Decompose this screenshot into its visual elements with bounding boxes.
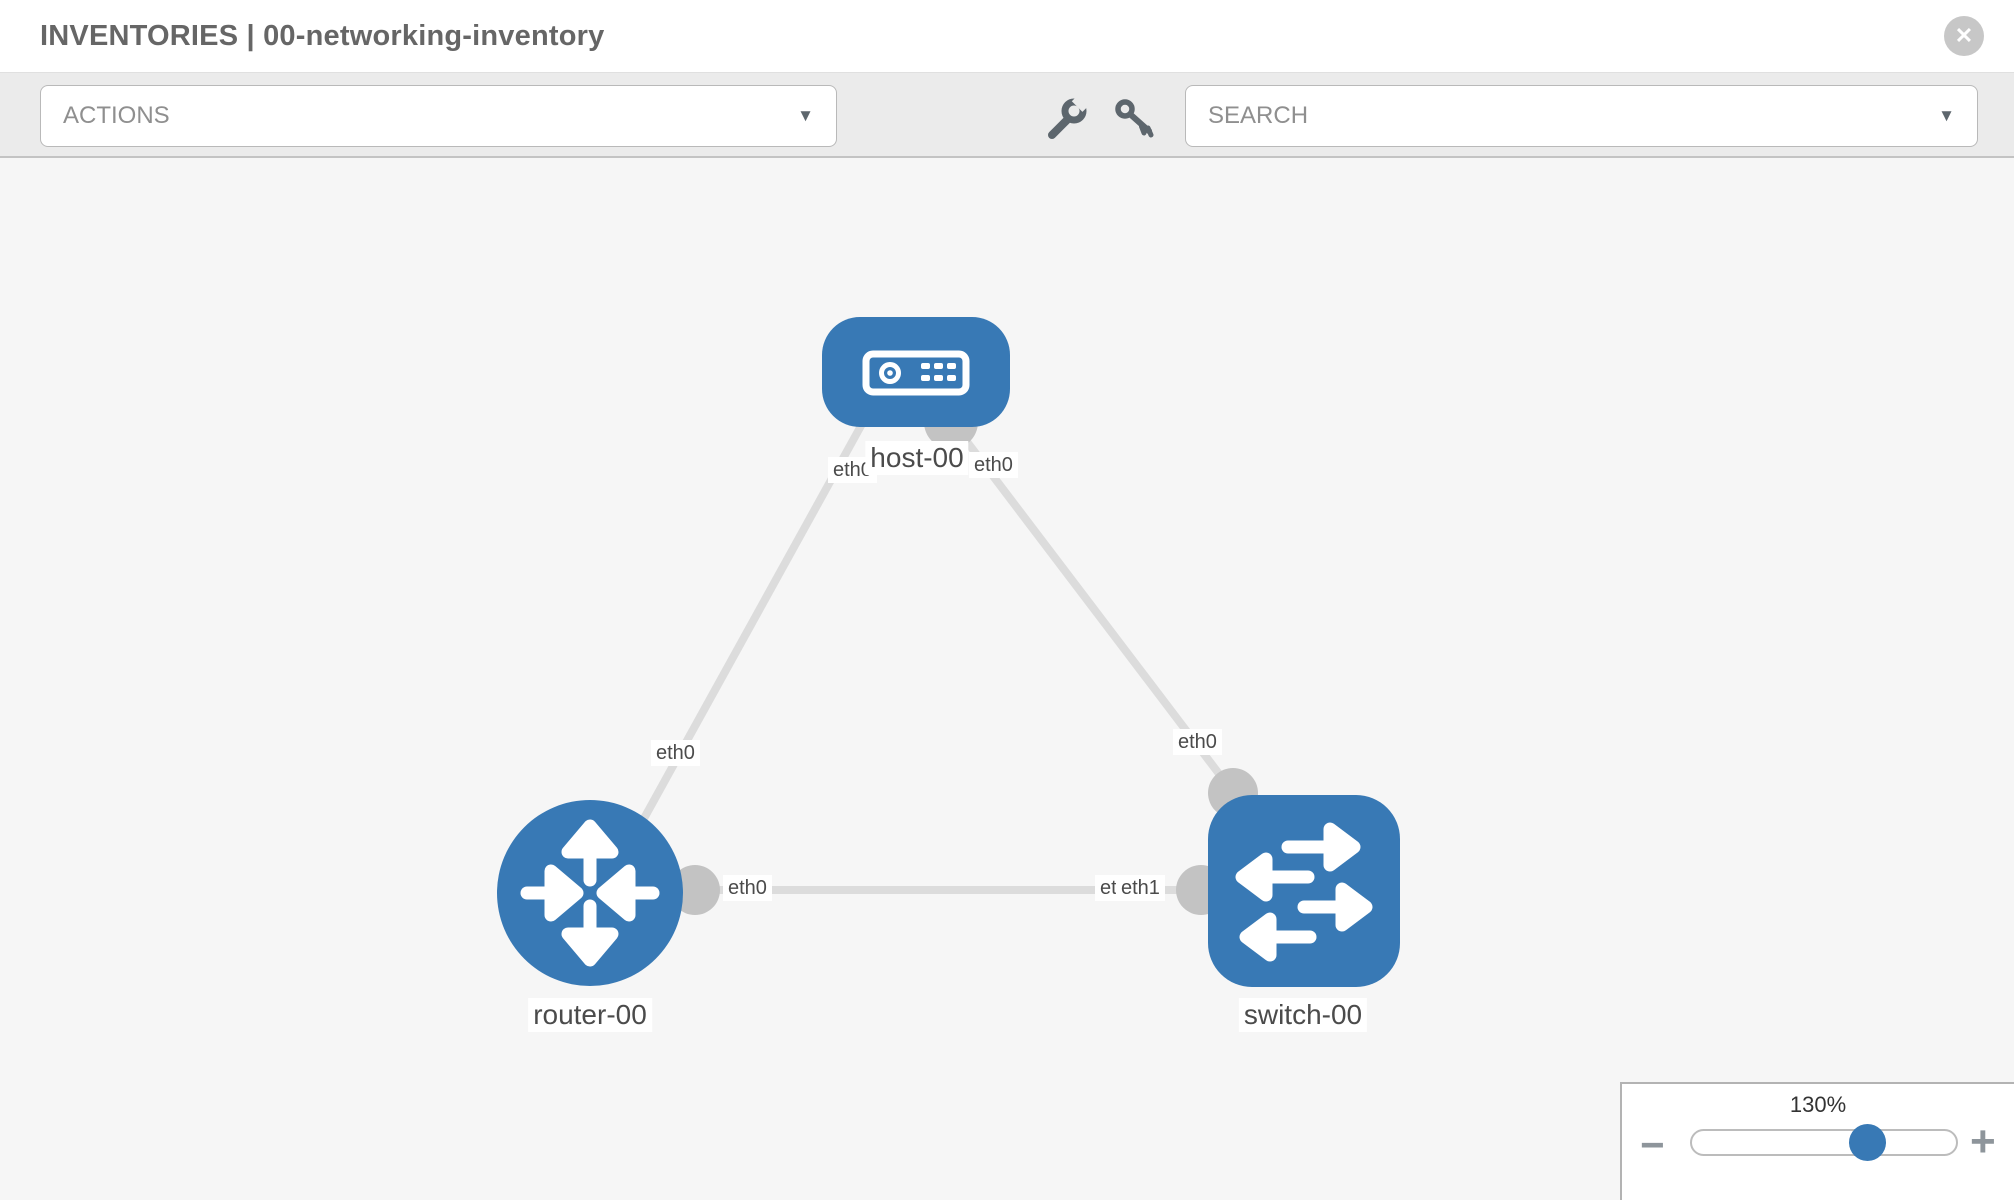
key-icon[interactable] [1112,96,1158,142]
node-label-host-00: host-00 [865,441,969,475]
page-title: INVENTORIES | 00-networking-inventory [40,19,605,52]
port-label-eth0-switch-uplink: eth0 [1173,729,1222,755]
port-label-eth0-router-right: eth0 [723,875,772,901]
switch-icon [1235,822,1373,962]
search-placeholder: SEARCH [1208,102,1309,129]
search-dropdown[interactable]: SEARCH ▼ [1185,85,1978,147]
actions-dropdown[interactable]: ACTIONS ▼ [40,85,837,147]
actions-dropdown-label: ACTIONS [63,102,170,129]
chevron-down-icon: ▼ [1938,106,1955,125]
port-label-eth0-host-right: eth0 [969,452,1018,478]
topology-links [590,395,1300,915]
port-label-eth1-switch-left: eth1 [1116,875,1165,901]
node-host-00[interactable] [822,317,1010,427]
zoom-level-value: 130% [1789,1092,1847,1117]
node-switch-00[interactable] [1208,795,1400,987]
toolbar: ACTIONS ▼ SEARCH ▼ [0,72,2014,158]
zoom-slider-track[interactable] [1690,1129,1958,1156]
port-label-eth0-router-uplink: eth0 [651,740,700,766]
chevron-down-icon: ▼ [797,106,814,125]
node-label-router-00: router-00 [528,998,652,1032]
link-host-switch [948,419,1274,844]
zoom-slider-handle[interactable] [1849,1124,1886,1161]
node-router-00[interactable] [497,800,683,986]
host-icon [862,350,970,396]
router-icon [520,819,660,967]
close-button[interactable]: ✕ [1944,16,1984,56]
zoom-out-button[interactable]: − [1640,1121,1665,1168]
zoom-in-button[interactable]: + [1970,1117,1996,1166]
wrench-notch [1071,96,1090,112]
wrench-icon[interactable] [1044,96,1090,142]
header-bar: INVENTORIES | 00-networking-inventory ✕ [0,0,2014,72]
close-icon: ✕ [1954,23,1974,48]
zoom-panel: 130% − + [1620,1082,2014,1200]
topology-canvas: eth0 eth0 eth0 eth0 eth0 eth0 eth1 host-… [0,158,2014,1200]
node-label-switch-00: switch-00 [1238,998,1368,1032]
